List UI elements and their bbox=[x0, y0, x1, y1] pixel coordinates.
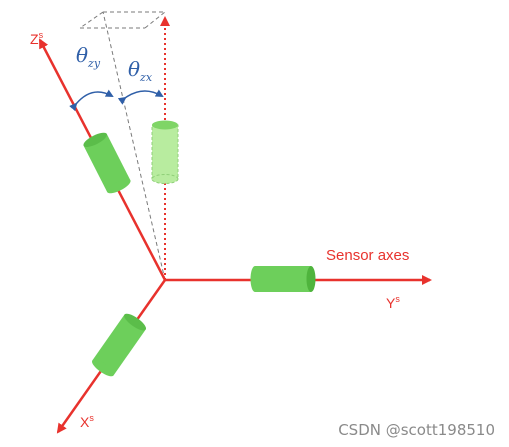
sensor-projection-cylinder bbox=[151, 120, 179, 184]
watermark: CSDN @scott198510 bbox=[338, 421, 495, 439]
sensor-z-cylinder bbox=[83, 132, 131, 194]
angle-zx-label: θzx bbox=[128, 57, 153, 84]
angle-zy-arc bbox=[69, 89, 114, 112]
angle-zy-label: θzy bbox=[76, 43, 101, 70]
projection-line-back bbox=[79, 11, 104, 29]
y-axis-label: Ys bbox=[386, 294, 400, 311]
x-axis-label: Xs bbox=[80, 413, 94, 430]
projection-line-back-right bbox=[144, 11, 166, 29]
sensor-y-cylinder bbox=[250, 266, 316, 292]
sensor-x-cylinder bbox=[91, 313, 147, 377]
projection-line-left bbox=[102, 11, 166, 281]
sensor-axes-caption: Sensor axes bbox=[326, 247, 409, 264]
z-axis-label: Zs bbox=[30, 30, 44, 47]
angle-zx-arc bbox=[117, 89, 164, 105]
projection-lines bbox=[79, 11, 166, 281]
